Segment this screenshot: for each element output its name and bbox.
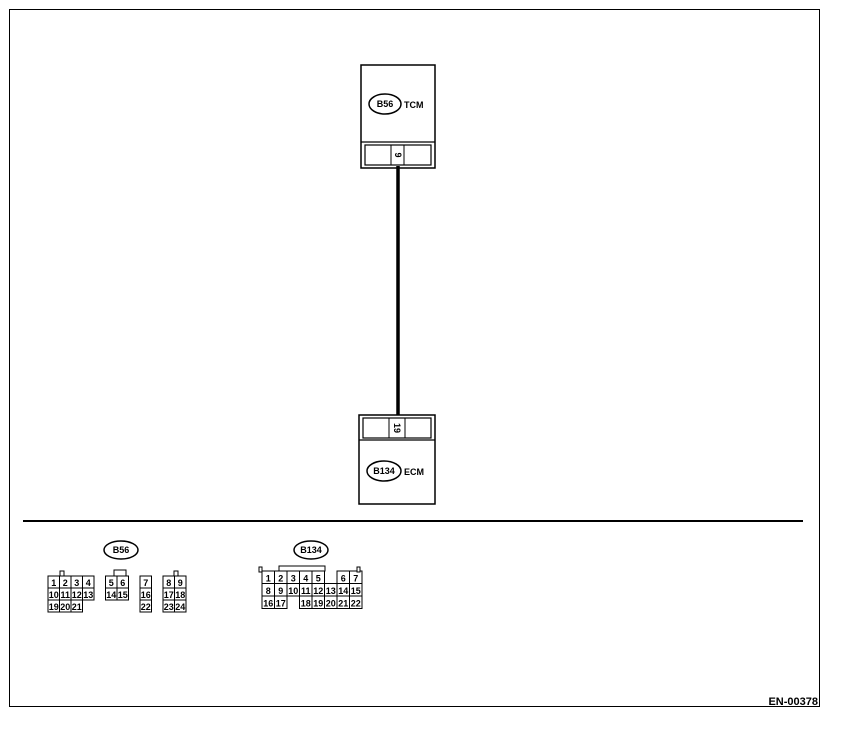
b134-pin-cell — [349, 595, 363, 609]
b56-latch-tab — [173, 570, 179, 577]
b56-pin-cell — [70, 599, 83, 613]
b134-latch-tab — [278, 565, 326, 572]
b134-pin-number: 5 — [316, 574, 321, 584]
b56-pin-number: 22 — [141, 602, 151, 612]
b56-pin-number: 8 — [166, 578, 171, 588]
b56-pin-number: 11 — [60, 590, 70, 600]
b134-pin-number: 14 — [338, 586, 348, 596]
b56-pin-number: 7 — [143, 578, 148, 588]
b56-pin-number: 20 — [60, 602, 70, 612]
b134-pin-number: 22 — [351, 599, 361, 609]
b134-badge — [293, 540, 329, 560]
b134-pin-number: 9 — [278, 586, 283, 596]
b134-pin-number: 19 — [313, 599, 323, 609]
b134-pin-number: 10 — [288, 586, 298, 596]
b56-pin-number: 12 — [72, 590, 82, 600]
b134-pin-number: 3 — [291, 574, 296, 584]
ecm-connector-id: B134 — [373, 466, 395, 476]
b56-pin-number: 24 — [175, 602, 185, 612]
b56-pin-number: 13 — [83, 590, 93, 600]
b56-pin-number: 14 — [106, 590, 116, 600]
b134-pin-number: 18 — [301, 599, 311, 609]
b56-pin-number: 10 — [49, 590, 59, 600]
b134-latch-tab — [356, 566, 361, 573]
b134-pin-number: 20 — [326, 599, 336, 609]
b56-pin-number: 3 — [74, 578, 79, 588]
b134-pin-number: 12 — [313, 586, 323, 596]
b56-legend-id: B56 — [113, 545, 130, 555]
b56-pin-number: 21 — [72, 602, 82, 612]
ecm-name: ECM — [404, 467, 424, 477]
ecm-connector — [362, 417, 432, 439]
ecm-unit: 19 B134 ECM — [358, 414, 436, 505]
tcm-connector-id: B56 — [377, 99, 394, 109]
b56-pin-number: 6 — [120, 578, 125, 588]
b134-legend-id: B134 — [300, 545, 322, 555]
tcm-pin-label: 9 — [393, 152, 403, 157]
b134-pin-number: 16 — [263, 599, 273, 609]
b134-pin-number: 13 — [326, 586, 336, 596]
b56-pin-cell — [82, 587, 95, 601]
b134-pin-number: 15 — [351, 586, 361, 596]
b56-pin-number: 4 — [86, 578, 91, 588]
b56-pin-cell — [116, 587, 129, 601]
b56-latch-tab — [113, 569, 127, 577]
tcm-unit: 9 B56 TCM — [360, 64, 436, 169]
b134-pin-number: 1 — [266, 574, 271, 584]
b56-pin-number: 5 — [109, 578, 114, 588]
tcm-connector — [364, 144, 432, 166]
b56-pin-cell — [174, 599, 187, 613]
b56-pin-number: 9 — [178, 578, 183, 588]
b134-latch-tab — [258, 566, 263, 573]
b134-pin-number: 17 — [276, 599, 286, 609]
b56-pin-number: 1 — [51, 578, 56, 588]
b56-latch-tab — [59, 570, 65, 577]
b134-pin-number: 11 — [301, 586, 311, 596]
b56-pin-number: 17 — [164, 590, 174, 600]
b56-pin-number: 19 — [49, 602, 59, 612]
b56-pin-number: 18 — [175, 590, 185, 600]
b134-pin-cell — [274, 595, 288, 609]
b134-pin-number: 6 — [341, 574, 346, 584]
b134-pin-number: 7 — [353, 574, 358, 584]
b56-pin-number: 2 — [63, 578, 68, 588]
b134-pin-number: 8 — [266, 586, 271, 596]
ecm-connector-badge — [366, 460, 402, 482]
tcm-connector-badge — [368, 93, 402, 115]
b134-pin-number: 21 — [338, 599, 348, 609]
tcm-name: TCM — [404, 100, 424, 110]
b56-badge — [103, 540, 139, 560]
diagram-frame — [9, 9, 820, 707]
b56-pin-cell — [139, 599, 152, 613]
b56-pin-number: 23 — [164, 602, 174, 612]
b56-pin-number: 16 — [141, 590, 151, 600]
figure-code: EN-00378 — [768, 696, 818, 708]
ecm-pin-label: 19 — [392, 423, 402, 433]
b134-pin-number: 2 — [278, 574, 283, 584]
b56-pin-number: 15 — [118, 590, 128, 600]
b134-pin-number: 4 — [303, 574, 308, 584]
